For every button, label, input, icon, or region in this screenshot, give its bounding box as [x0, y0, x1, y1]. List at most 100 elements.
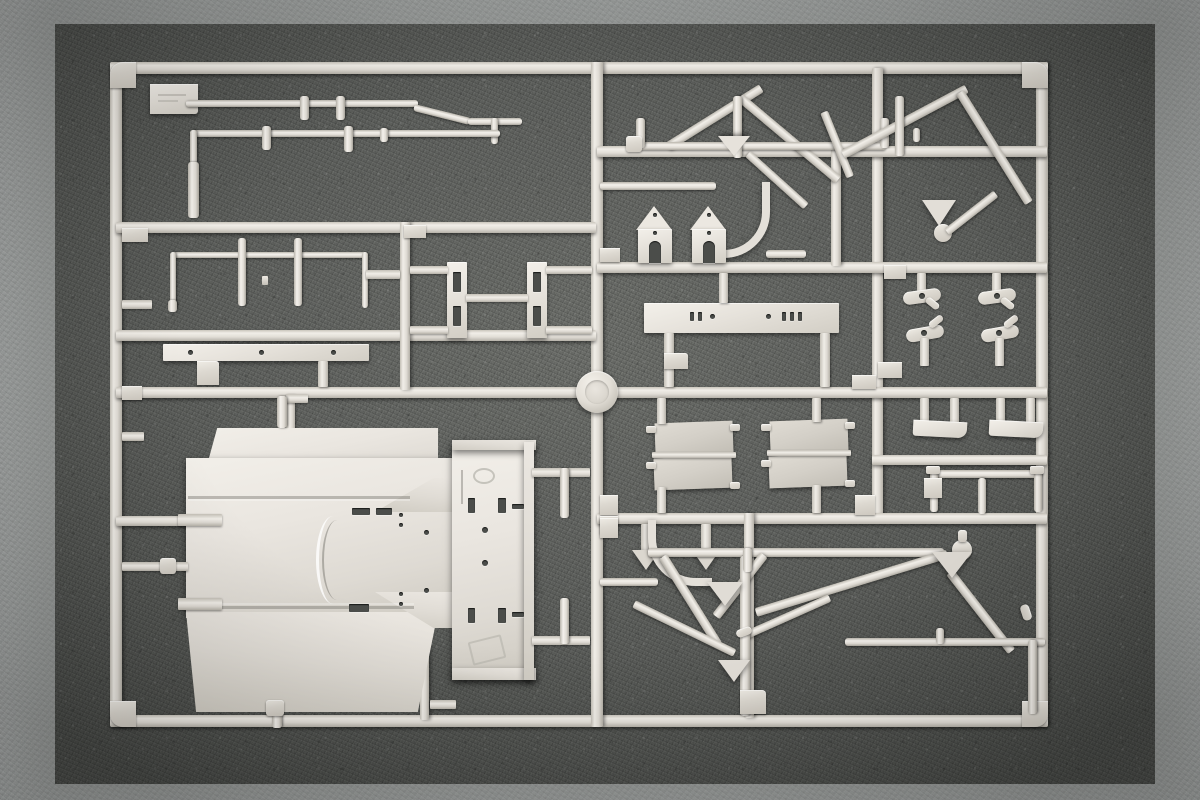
hatch-panel-2-gate-bl	[812, 485, 821, 513]
arched-bracket-b-roof	[690, 206, 726, 230]
hatch-panel-2-lower	[768, 453, 848, 489]
handrail-mid-stanchion-a	[262, 126, 271, 150]
truss-l-lower-chord	[845, 638, 1045, 646]
truss-ur-gusset	[922, 200, 956, 226]
truss-l-hub-nub	[958, 530, 967, 542]
railing-top-bar	[170, 252, 368, 258]
hull-gate-bottom-knob	[266, 700, 284, 716]
sprue-id-emboss-2	[158, 100, 178, 102]
prop-fitting-1-bore	[919, 293, 925, 299]
bracket-H-right-slot-2	[533, 306, 541, 326]
hull-rp-slot-tl	[468, 498, 475, 513]
hatch-panel-2-lug-d	[845, 480, 855, 487]
slotted-panel-body	[644, 303, 839, 333]
handrail-stanchion-a	[300, 96, 309, 120]
u-channel-top-rail	[930, 470, 1042, 478]
truss-l-gusset-left	[707, 582, 743, 606]
curved-tube-u-run-right	[766, 250, 806, 258]
prop-section-tab-bottom	[878, 362, 902, 378]
slotted-beam-hole-2	[259, 350, 264, 355]
sprue-gate-node	[576, 371, 618, 413]
slotted-beam-drop	[286, 394, 295, 430]
sprue-gate-node-center	[585, 380, 609, 404]
prop-fitting-2-bore	[994, 293, 1000, 299]
u-channel-end-cap-right	[1030, 466, 1044, 474]
hull-right-edge-strip	[524, 442, 534, 680]
slotted-beam-foot-left	[197, 361, 219, 385]
truss-ur-post	[895, 96, 904, 156]
runner-horizontal-r1	[597, 146, 1047, 157]
handrail-mid-stanchion-b	[344, 126, 353, 152]
prop-fitting-3-bore	[921, 330, 927, 336]
runner-horizontal-r2	[597, 262, 1047, 273]
truss-l-gusset-foot	[718, 660, 750, 682]
truss-u-lower-chord	[636, 142, 886, 150]
hull-gate-top	[277, 396, 287, 428]
hatch-panel-2-gate-tl	[812, 398, 821, 422]
hull-highlight-upper	[188, 499, 410, 501]
hatch-panel-1-lug-d	[730, 482, 740, 489]
shoe-bracket-1-gate-a	[920, 398, 929, 424]
hatch-section-corner-tab-r	[855, 495, 875, 515]
bracket-H-corner-tab	[404, 225, 426, 238]
slotted-panel-leg-right	[820, 333, 830, 387]
hull-deck-pin-a	[399, 513, 403, 517]
hull-right-panel	[452, 445, 532, 677]
shoe-bracket-2-body	[988, 419, 1044, 439]
arched-bracket-a-hole-top	[653, 213, 657, 217]
hull-lower-slope	[186, 612, 438, 712]
sprue-id-tab	[150, 84, 198, 114]
arched-bracket-side-tab	[600, 248, 620, 262]
slotted-panel-slot-1	[690, 312, 694, 321]
hull-rp-slot-bl	[468, 608, 475, 623]
hull-deck-pin-b	[399, 523, 403, 527]
prop-fitting-1-stem	[917, 273, 926, 297]
hull-rp-slot-tm	[498, 498, 506, 513]
bracket-H-crossbar	[466, 294, 528, 302]
truss-l-nub-a	[936, 628, 944, 644]
truss-u-nub	[913, 128, 920, 142]
hull-gate-left-mid	[122, 562, 188, 571]
hull-rp-slot-br	[512, 612, 524, 617]
runner-vertical-c4	[831, 146, 841, 266]
hull-rp-slot-bm	[498, 608, 506, 623]
runner-horizontal-h1	[116, 222, 596, 233]
hull-deck-pin-c	[399, 592, 403, 596]
hull-tab-left-lower	[178, 598, 222, 610]
hull-rp-hole-b	[482, 560, 488, 566]
runner-horizontal-r4	[597, 513, 1047, 524]
u-channel-end-cap-left	[926, 466, 940, 474]
hatch-panel-2-lug-a	[761, 424, 771, 431]
handrail-stanchion-b	[336, 96, 345, 120]
truss-l-end-post	[1028, 640, 1037, 714]
slotted-panel-foot-tab	[664, 353, 688, 369]
arched-bracket-a-arch	[649, 241, 661, 263]
railing-gate-right	[366, 270, 400, 279]
handrail-left-leg	[188, 162, 199, 218]
hatch-panel-1-lug-b	[646, 462, 656, 469]
arched-bracket-b-hole-top	[707, 213, 711, 217]
slotted-beam-foot-right	[318, 361, 328, 387]
bracket-H-right	[527, 262, 547, 338]
truss-u-node-a	[626, 136, 642, 152]
hatch-panel-1-lower	[653, 455, 733, 491]
hatch-panel-1-upper	[654, 420, 734, 456]
prop-fitting-4-bore	[996, 330, 1002, 336]
hull-deck-pin-f	[424, 588, 429, 593]
arrowhead-pin-1-shaft	[641, 524, 651, 552]
slotted-panel-slot-5	[798, 312, 802, 321]
slotted-panel-gate-top	[719, 273, 728, 303]
railing-corner-tab	[122, 228, 148, 242]
truss-l-section-tab	[600, 518, 618, 538]
hatch-panel-2-lug-b	[761, 460, 771, 467]
hull-deck-vent-c	[349, 604, 369, 612]
railing-post-right	[362, 252, 368, 308]
runner-horizontal-r5	[872, 455, 1047, 465]
bracket-H-gate-right-bot	[546, 326, 592, 334]
hull-rp-circle-emboss	[473, 468, 495, 484]
truss-l-post-a	[740, 556, 750, 716]
hatch-panel-1-gate-tl	[657, 398, 666, 424]
hull-tab-left-upper	[178, 514, 222, 526]
slotted-panel-slot-2	[698, 312, 702, 321]
